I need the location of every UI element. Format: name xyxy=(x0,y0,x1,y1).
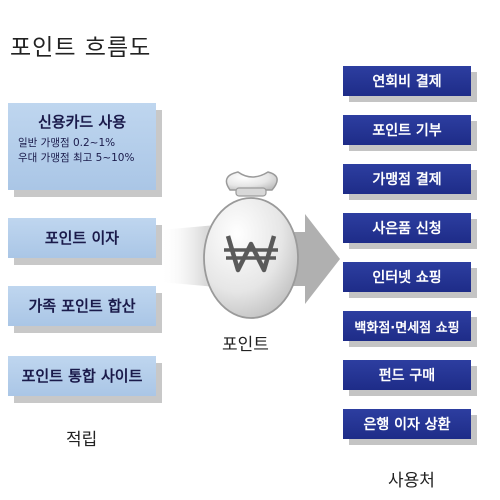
money-bag-icon xyxy=(203,171,299,319)
usage-item: 펀드 구매 xyxy=(343,360,471,390)
usage-item: 연회비 결제 xyxy=(343,66,471,96)
accumulate-item-label: 신용카드 사용 xyxy=(37,113,127,131)
accumulate-item-detail: 일반 가맹점 0.2~1% xyxy=(18,137,116,149)
accumulate-caption: 적립 xyxy=(66,430,98,450)
center-label: 포인트 xyxy=(222,335,269,355)
accumulate-item-label: 포인트 이자 xyxy=(44,229,120,247)
accumulate-item-label: 포인트 통합 사이트 xyxy=(21,367,143,385)
usage-item: 은행 이자 상환 xyxy=(343,409,471,439)
usage-item: 백화점·면세점 쇼핑 xyxy=(343,311,471,341)
accumulate-item-detail: 우대 가맹점 최고 5~10% xyxy=(18,152,135,164)
usage-caption: 사용처 xyxy=(388,471,435,491)
usage-item: 사은품 신청 xyxy=(343,213,471,243)
page-title: 포인트 흐름도 xyxy=(10,35,152,61)
usage-item: 인터넷 쇼핑 xyxy=(343,262,471,292)
usage-item: 포인트 기부 xyxy=(343,115,471,145)
accumulate-box-interest: 포인트 이자 xyxy=(8,218,156,258)
usage-item: 가맹점 결제 xyxy=(343,164,471,194)
flow-arrow-icon xyxy=(285,214,340,304)
accumulate-box-family: 가족 포인트 합산 xyxy=(8,286,156,326)
accumulate-box-credit-card: 신용카드 사용 일반 가맹점 0.2~1% 우대 가맹점 최고 5~10% xyxy=(8,103,156,190)
accumulate-item-label: 가족 포인트 합산 xyxy=(28,297,136,315)
accumulate-box-integrated-site: 포인트 통합 사이트 xyxy=(8,356,156,396)
